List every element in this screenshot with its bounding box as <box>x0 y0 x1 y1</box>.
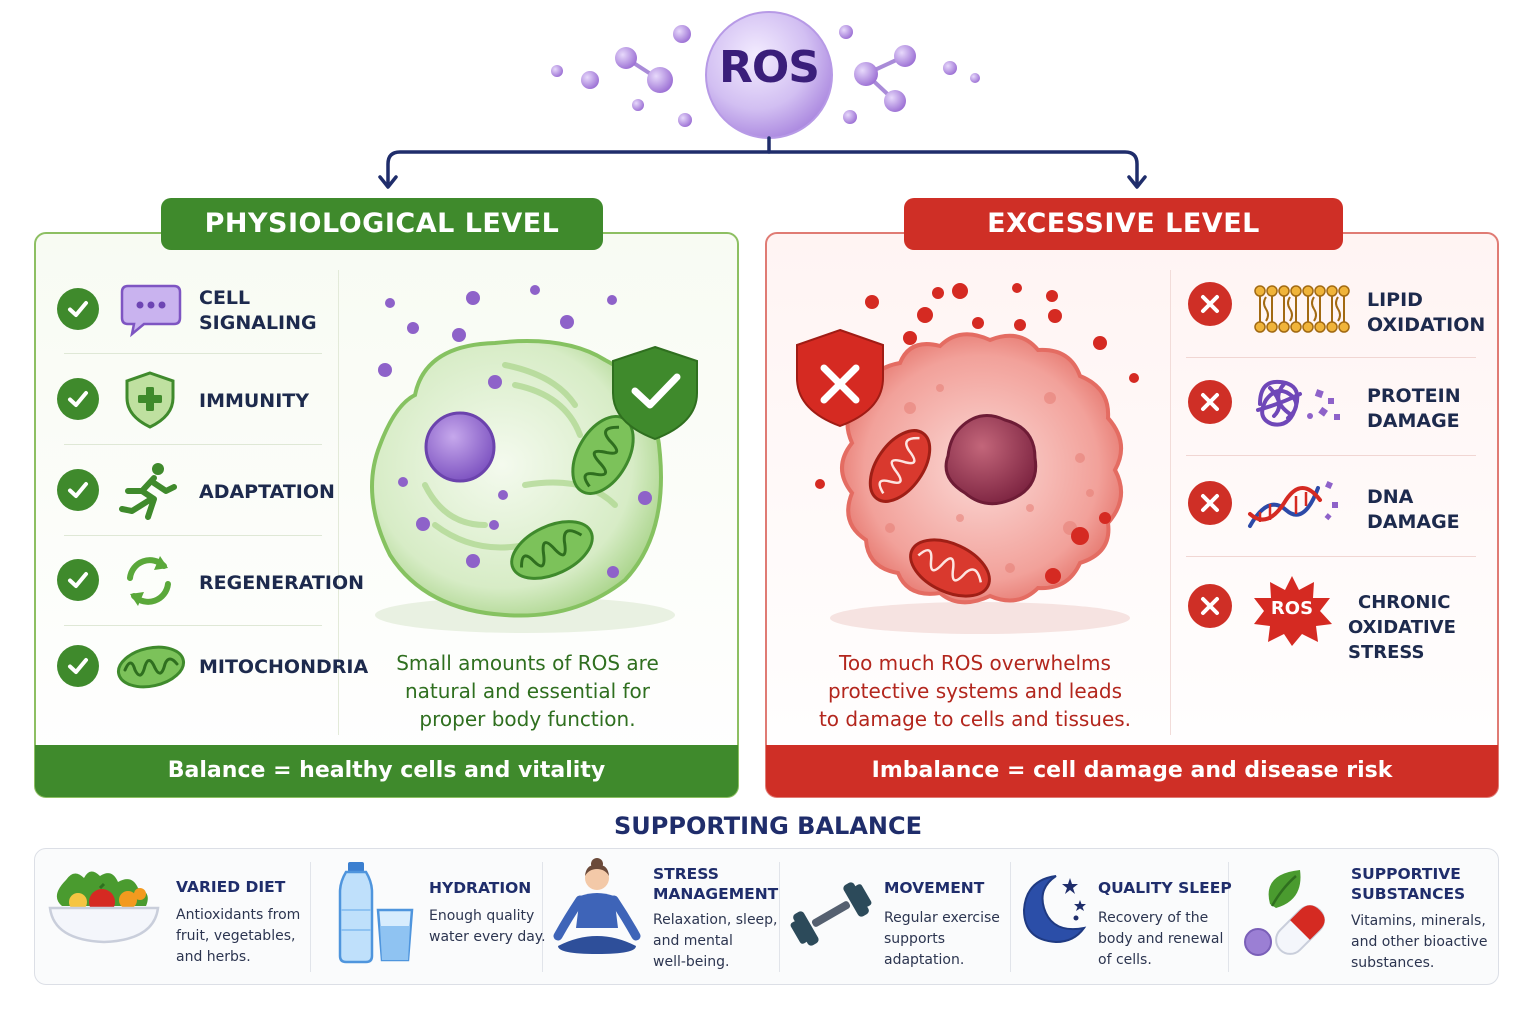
separator <box>310 862 311 972</box>
recycle-arrows-icon <box>127 556 171 606</box>
supporting-balance-box <box>34 848 1499 985</box>
healthy-cell-illustration <box>370 285 698 633</box>
physiological-header: PHYSIOLOGICAL LEVEL <box>161 198 603 250</box>
divider <box>1186 357 1476 358</box>
running-person-icon <box>119 463 177 520</box>
divider <box>1186 455 1476 456</box>
physiological-caption: Small amounts of ROS are natural and ess… <box>396 651 659 731</box>
sup-varied-diet-title: VARIED DIET <box>176 878 286 896</box>
item-mitochondria: MITOCHONDRIA <box>199 656 369 678</box>
meditation-icon <box>553 858 641 954</box>
panel-divider <box>338 270 339 735</box>
item-adaptation: ADAPTATION <box>199 481 335 503</box>
check-icon <box>57 559 99 601</box>
sup-sleep-title: QUALITY SLEEP <box>1098 879 1232 897</box>
separator <box>542 862 543 972</box>
molecule-cluster-icon <box>551 11 980 139</box>
ros-burst-icon: ROS <box>1250 574 1334 646</box>
item-regeneration: REGENERATION <box>199 572 365 594</box>
broken-dna-icon <box>1248 481 1338 528</box>
tangled-protein-icon <box>1256 379 1340 427</box>
check-icon <box>57 288 99 330</box>
item-immunity: IMMUNITY <box>199 390 310 412</box>
excessive-footer: Imbalance = cell damage and disease risk <box>766 745 1498 797</box>
divider <box>64 353 322 354</box>
excessive-caption: Too much ROS overwhelms protective syste… <box>818 651 1132 731</box>
x-icon <box>1188 584 1232 628</box>
green-shield-check-icon <box>612 345 698 441</box>
check-icon <box>57 645 99 687</box>
damaged-cell-illustration <box>796 283 1139 634</box>
separator <box>779 862 780 972</box>
x-icon <box>1188 282 1232 326</box>
x-icon <box>1188 380 1232 424</box>
dumbbell-icon <box>790 882 872 946</box>
mitochondria-icon <box>116 645 186 689</box>
separator <box>1228 862 1229 972</box>
capsule-leaf-icon <box>1244 870 1325 956</box>
moon-stars-icon <box>1022 875 1087 944</box>
excessive-header: EXCESSIVE LEVEL <box>904 198 1343 250</box>
supporting-balance-title: SUPPORTING BALANCE <box>613 812 923 840</box>
separator <box>1010 862 1011 972</box>
chat-bubble-icon <box>120 284 182 338</box>
salad-bowl-icon <box>48 871 160 944</box>
divider <box>64 444 322 445</box>
check-icon <box>57 378 99 420</box>
red-shield-x-icon <box>796 328 884 428</box>
physiological-footer: Balance = healthy cells and vitality <box>35 745 738 797</box>
divider <box>1186 556 1476 557</box>
branch-arrows <box>378 136 1147 189</box>
shield-plus-icon <box>125 371 175 429</box>
ros-badge-label: ROS <box>1270 598 1314 619</box>
panel-divider <box>1170 270 1171 735</box>
check-icon <box>57 469 99 511</box>
water-bottle-icon <box>338 862 414 964</box>
divider <box>64 625 322 626</box>
divider <box>64 535 322 536</box>
lipid-bilayer-icon <box>1254 285 1350 333</box>
ros-title: ROS <box>719 42 820 93</box>
x-icon <box>1188 481 1232 525</box>
sup-hydration-title: HYDRATION <box>429 879 532 897</box>
ros-header-graphic <box>378 11 1147 189</box>
sup-movement-title: MOVEMENT <box>884 879 985 897</box>
